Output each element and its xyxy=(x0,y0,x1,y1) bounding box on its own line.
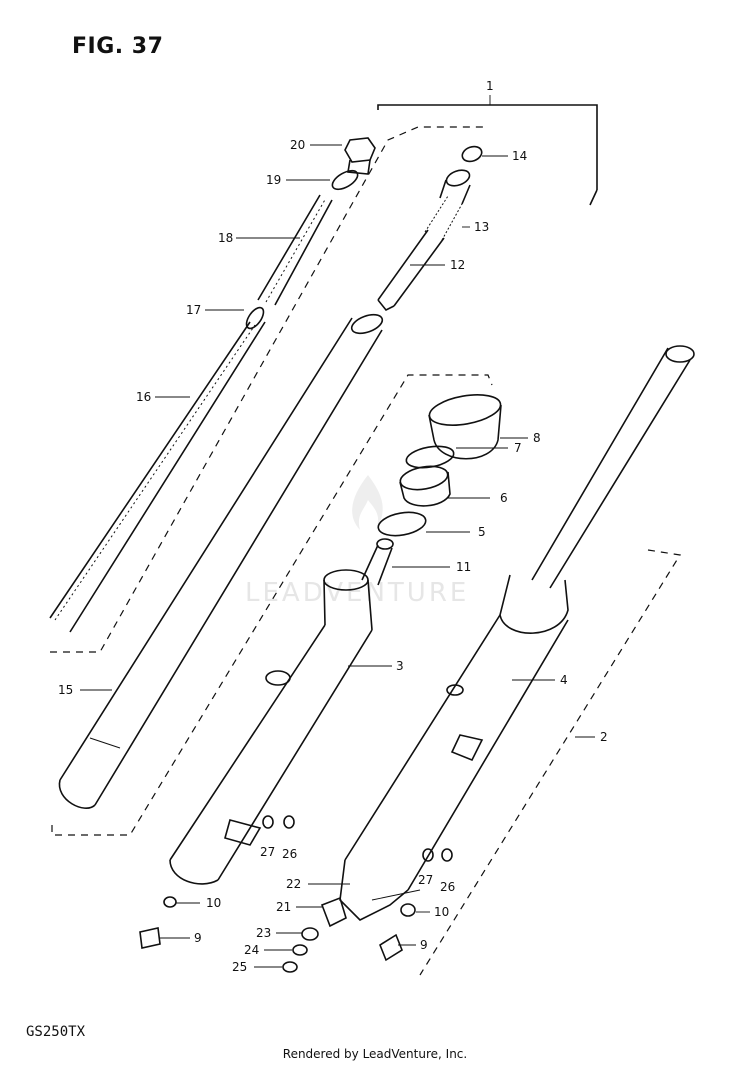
callout-27: 27 xyxy=(418,873,433,887)
rebound-spring-13 xyxy=(424,195,463,241)
callout-2: 2 xyxy=(600,730,608,744)
callout-17: 17 xyxy=(186,303,201,317)
callout-16: 16 xyxy=(136,390,151,404)
callout-21: 21 xyxy=(276,900,291,914)
cap-bolt-20 xyxy=(344,137,376,175)
callout-1: 1 xyxy=(486,79,494,93)
callout-7: 7 xyxy=(514,441,522,455)
callout-22: 22 xyxy=(286,877,301,891)
callout-labels: 1 2 3 4 5 6 7 8 9 9 10 10 11 12 13 14 15… xyxy=(58,79,608,974)
callout-11: 11 xyxy=(456,560,471,574)
callout-9: 9 xyxy=(420,938,428,952)
callout-18: 18 xyxy=(218,231,233,245)
leader-lines xyxy=(80,144,595,968)
oil-lock-piece-11 xyxy=(361,538,394,586)
callout-12: 12 xyxy=(450,258,465,272)
spacer-17 xyxy=(245,306,265,330)
outer-tube-2-group-outline xyxy=(419,549,681,976)
ring-14 xyxy=(461,145,483,163)
callout-24: 24 xyxy=(244,943,259,957)
callout-25: 25 xyxy=(232,960,247,974)
callout-10: 10 xyxy=(206,896,221,910)
callout-23: 23 xyxy=(256,926,271,940)
group-bracket-1 xyxy=(377,95,598,206)
damper-rod-12 xyxy=(377,229,445,312)
figure-title: FIG. 37 xyxy=(72,34,164,59)
small-hardware xyxy=(139,815,453,973)
damper-group-outline xyxy=(50,126,493,836)
inner-tube-15 xyxy=(58,313,384,809)
callout-9: 9 xyxy=(194,931,202,945)
callout-14: 14 xyxy=(512,149,527,163)
callout-3: 3 xyxy=(396,659,404,673)
outer-tube-4 xyxy=(339,345,695,921)
seal-5 xyxy=(377,511,427,537)
fork-spring-16 xyxy=(49,321,266,633)
callout-5: 5 xyxy=(478,525,486,539)
outer-tube-3 xyxy=(169,569,373,885)
footer-credit: Rendered by LeadVenture, Inc. xyxy=(282,1047,468,1061)
watermark-flame-icon xyxy=(338,470,398,555)
o-ring-19 xyxy=(331,169,359,191)
callout-15: 15 xyxy=(58,683,73,697)
spring-18 xyxy=(257,194,333,306)
model-code: GS250TX xyxy=(26,1024,86,1040)
callout-27: 27 xyxy=(260,845,275,859)
callout-8: 8 xyxy=(533,431,541,445)
callout-26: 26 xyxy=(282,847,297,861)
callout-20: 20 xyxy=(290,138,305,152)
callout-10: 10 xyxy=(434,905,449,919)
callout-4: 4 xyxy=(560,673,568,687)
callout-13: 13 xyxy=(474,220,489,234)
callout-26: 26 xyxy=(440,880,455,894)
callout-19: 19 xyxy=(266,173,281,187)
dust-seal-8 xyxy=(428,394,502,460)
oil-seal-6 xyxy=(399,465,451,507)
callout-6: 6 xyxy=(500,491,508,505)
